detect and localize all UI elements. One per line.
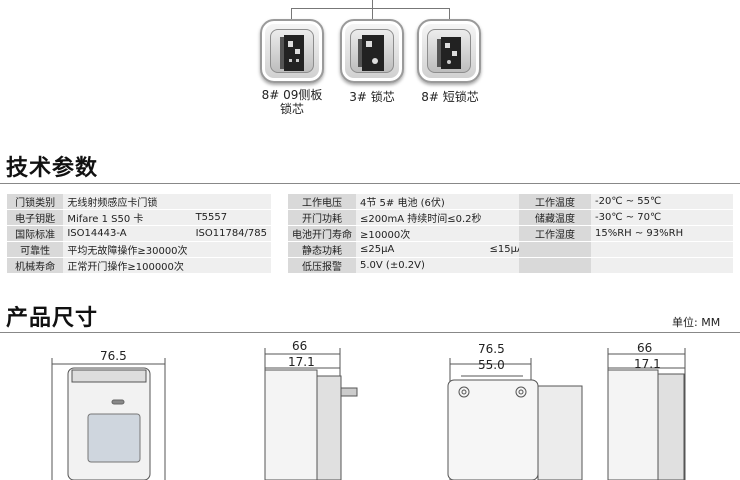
- side-plate-label: 17.1: [288, 355, 315, 369]
- spec-value: 5.0V (±0.2V): [356, 258, 486, 273]
- spec-key: 电池开门寿命: [288, 226, 356, 241]
- spec-value-2: [485, 258, 528, 273]
- spec-value-2: [485, 194, 528, 209]
- side2-plate-label: 17.1: [634, 357, 661, 371]
- spec-row: 静态功耗≤25μA≤15μA: [288, 242, 528, 257]
- model-caption: 8# 短锁芯: [421, 90, 479, 104]
- spec-value-2: [191, 194, 271, 209]
- spec-value: 15%RH ~ 93%RH: [591, 226, 733, 241]
- model-tile-side-plate[interactable]: [260, 19, 324, 83]
- spec-value-2: [191, 258, 271, 273]
- back-hole-spacing-label: 55.0: [478, 358, 505, 372]
- spec-value: ISO14443-A: [63, 226, 192, 241]
- spec-value: 4节 5# 电池 (6伏): [356, 194, 486, 209]
- spec-key: 工作湿度: [519, 226, 591, 241]
- spec-value: [591, 242, 733, 257]
- spec-key: [519, 258, 591, 273]
- spec-value: [591, 258, 733, 273]
- spec-value-2: [485, 210, 528, 225]
- spec-value: -20℃ ~ 55℃: [591, 194, 733, 209]
- connector-mid: [372, 8, 373, 20]
- spec-key: 工作温度: [519, 194, 591, 209]
- spec-row: 门锁类别无线射频感应卡门锁: [7, 194, 271, 209]
- spec-key: 门锁类别: [7, 194, 64, 209]
- section-title-dimensions: 产品尺寸: [6, 306, 99, 331]
- spec-key: 低压报警: [288, 258, 356, 273]
- connector-horizontal: [291, 8, 450, 9]
- model-tile-lock-core[interactable]: [340, 19, 404, 83]
- model-caption: 8# 09侧板 锁芯: [261, 88, 323, 116]
- lock-core-icon: [358, 35, 384, 71]
- model-tile-short-lock-core[interactable]: [417, 19, 481, 83]
- spec-key: 电子钥匙: [7, 210, 64, 225]
- spec-value: 无线射频感应卡门锁: [63, 194, 192, 209]
- side-depth-label: 66: [292, 339, 308, 353]
- spec-row: 电池开门寿命≥10000次: [288, 226, 528, 241]
- spec-value-2: ISO11784/785: [191, 226, 271, 241]
- spec-value: -30℃ ~ 70℃: [591, 210, 733, 225]
- spec-value-2: ≤15μA: [485, 242, 528, 257]
- spec-key: 静态功耗: [288, 242, 356, 257]
- spec-row: 开门功耗≤200mA 持续时间≤0.2秒: [288, 210, 528, 225]
- spec-value-2: [191, 242, 271, 257]
- spec-key: 可靠性: [7, 242, 64, 257]
- section-divider: [0, 183, 740, 184]
- spec-value: ≥10000次: [356, 226, 486, 241]
- spec-key: 工作电压: [288, 194, 356, 209]
- spec-key: 国际标准: [7, 226, 64, 241]
- spec-key: 储藏温度: [519, 210, 591, 225]
- connector-vertical: [372, 0, 373, 8]
- spec-row: [519, 258, 733, 273]
- spec-value-2: T5557: [191, 210, 271, 225]
- front-width-label: 76.5: [100, 349, 127, 363]
- connector-right: [449, 8, 450, 20]
- spec-value: ≤200mA 持续时间≤0.2秒: [356, 210, 486, 225]
- model-caption: 3# 锁芯: [349, 90, 395, 104]
- back-width-label: 76.5: [478, 342, 505, 356]
- section-title-specs: 技术参数: [6, 156, 99, 181]
- spec-value: 平均无故障操作≥30000次: [63, 242, 192, 257]
- side2-depth-label: 66: [637, 341, 653, 355]
- spec-key: [519, 242, 591, 257]
- section-divider: [0, 332, 740, 333]
- short-lock-core-icon: [437, 37, 461, 69]
- spec-row: [519, 242, 733, 257]
- spec-value: Mifare 1 S50 卡: [63, 210, 192, 225]
- spec-row: 工作温度-20℃ ~ 55℃: [519, 194, 733, 209]
- unit-label: 单位: MM: [672, 316, 721, 329]
- spec-row: 机械寿命正常开门操作≥100000次: [7, 258, 271, 273]
- spec-row: 储藏温度-30℃ ~ 70℃: [519, 210, 733, 225]
- side-plate-lock-core-icon: [280, 35, 304, 71]
- dimension-drawings: [51, 348, 686, 480]
- spec-key: 机械寿命: [7, 258, 64, 273]
- spec-row: 可靠性平均无故障操作≥30000次: [7, 242, 271, 257]
- spec-value: ≤25μA: [356, 242, 486, 257]
- spec-value: 正常开门操作≥100000次: [63, 258, 192, 273]
- connector-left: [291, 8, 292, 20]
- spec-value-2: [485, 226, 528, 241]
- spec-key: 开门功耗: [288, 210, 356, 225]
